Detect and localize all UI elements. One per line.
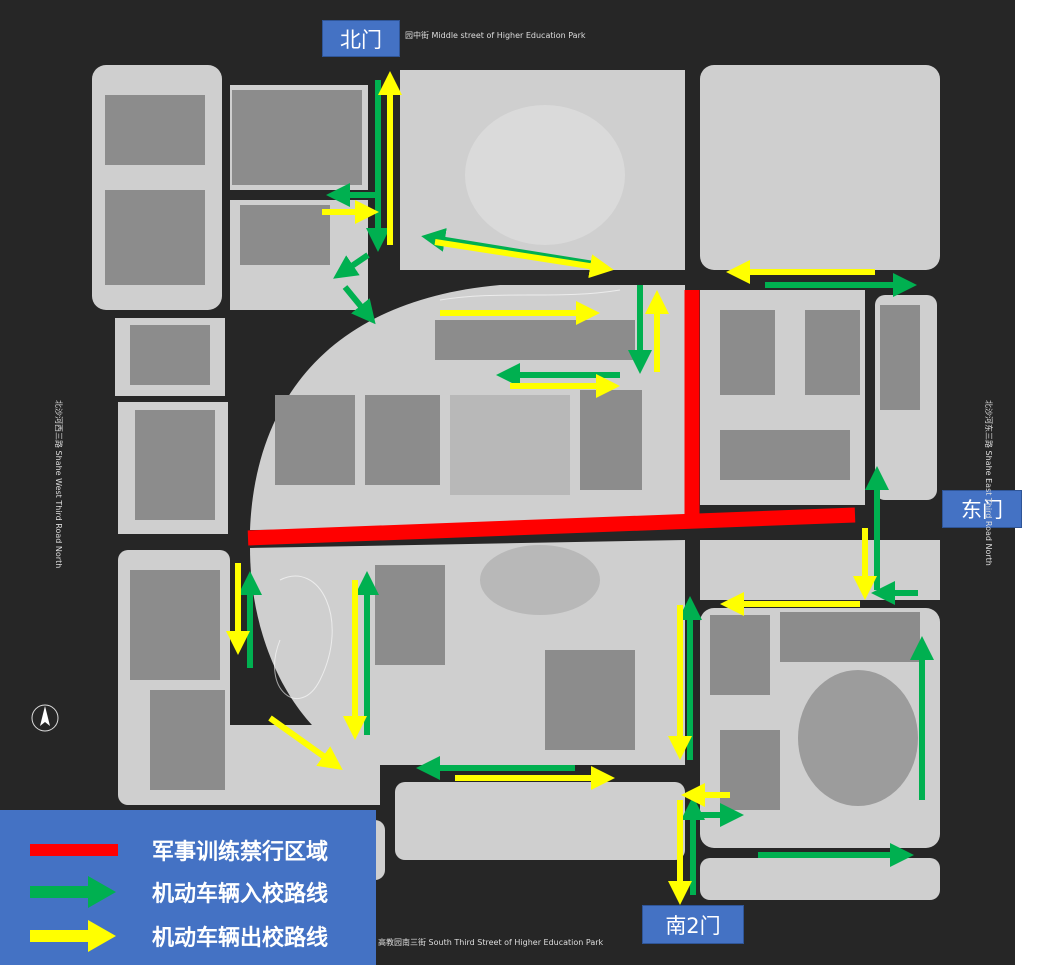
legend: 军事训练禁行区域 机动车辆入校路线 机动车辆出校路线 [0, 810, 376, 965]
legend-item-exit: 机动车辆出校路线 [0, 916, 376, 956]
east-gate-label: 东门 [942, 490, 1022, 528]
legend-label: 军事训练禁行区域 [152, 840, 329, 865]
buildings [105, 90, 920, 810]
yellow-arrow-icon [30, 920, 116, 952]
compass-icon [31, 704, 59, 732]
restricted-zone [247, 290, 856, 546]
exit-routes [226, 71, 877, 905]
green-arrow-icon [30, 876, 116, 908]
street-label-left: 北沙河西三路 Shahe West Third Road North [54, 400, 63, 569]
legend-label: 机动车辆出校路线 [152, 926, 329, 951]
north-gate-label: 北门 [322, 20, 400, 57]
legend-label: 机动车辆入校路线 [152, 882, 329, 907]
south2-gate-label: 南2门 [642, 905, 744, 944]
legend-item-entry: 机动车辆入校路线 [0, 872, 376, 912]
legend-item-restricted: 军事训练禁行区域 [0, 830, 376, 870]
street-label-right: 北沙河东三路 Shahe East Third Road North [984, 400, 993, 566]
red-bar-icon [30, 844, 118, 856]
street-label-top: 园中街 Middle street of Higher Education Pa… [405, 31, 586, 40]
paths [274, 289, 621, 699]
street-label-bottom: 高教园南三街 South Third Street of Higher Educ… [378, 938, 604, 947]
